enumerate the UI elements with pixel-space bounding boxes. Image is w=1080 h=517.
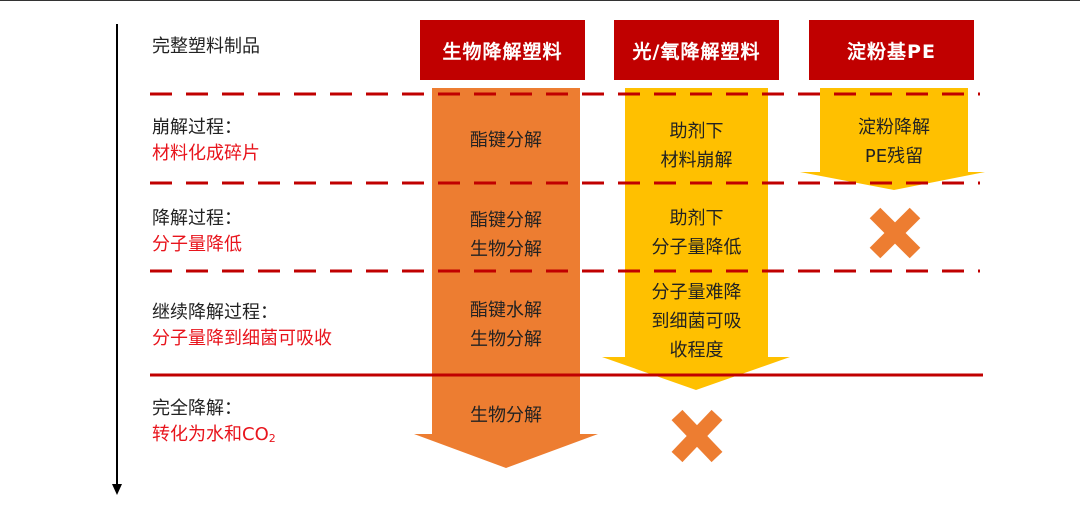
bio-text-4: 酯键水解 xyxy=(470,300,542,321)
row-title-intact: 完整塑料制品 xyxy=(152,36,260,57)
row-sub-disintegration: 材料化成碎片 xyxy=(152,143,260,164)
photo-oxo-arrow xyxy=(602,88,790,390)
row-label-degradation: 降解过程： 分子量降低 xyxy=(152,206,242,258)
row-label-further-degradation: 继续降解过程： 分子量降到细菌可吸收 xyxy=(152,300,332,352)
header-biodegradable-plastic: 生物降解塑料 xyxy=(420,20,585,80)
row-sub-complete-subscript: 2 xyxy=(268,432,276,445)
row-title-disintegration: 崩解过程： xyxy=(152,117,242,138)
photo-cell-degradation: 助剂下 分子量降低 xyxy=(625,204,768,262)
starch-pe-arrow xyxy=(800,88,985,190)
photo-text-5: 分子量难降 xyxy=(651,282,742,303)
row-sub-complete: 转化为水和CO2 xyxy=(152,422,276,452)
header-photo-oxo-label: 光/氧降解塑料 xyxy=(632,40,761,63)
bio-cell-disintegration: 酯键分解 xyxy=(432,126,580,155)
header-starch-pe: 淀粉基PE xyxy=(809,20,974,80)
bio-cell-degradation: 酯键分解 生物分解 xyxy=(432,206,580,264)
row-label-complete-degradation: 完全降解： 转化为水和CO2 xyxy=(152,396,276,452)
photo-text-2: 材料崩解 xyxy=(660,150,733,171)
header-photo-oxo-plastic: 光/氧降解塑料 xyxy=(614,20,779,80)
photo-text-7: 收程度 xyxy=(669,340,724,361)
photo-text-3: 助剂下 xyxy=(669,208,724,229)
header-starch-pe-label: 淀粉基PE xyxy=(847,40,936,63)
bio-text-2: 酯键分解 xyxy=(470,210,542,231)
row-sub-complete-text: 转化为水和CO xyxy=(152,424,269,445)
photo-cell-disintegration: 助剂下 材料崩解 xyxy=(625,117,768,175)
header-biodegradable-label: 生物降解塑料 xyxy=(442,40,563,63)
row-title-further: 继续降解过程： xyxy=(152,302,278,323)
cross-mark-photo-complete xyxy=(671,409,723,463)
bio-text-1: 酯键分解 xyxy=(470,130,542,151)
row-title-complete: 完全降解： xyxy=(152,398,242,419)
photo-cell-further: 分子量难降 到细菌可吸 收程度 xyxy=(625,278,768,365)
bio-text-3: 生物分解 xyxy=(470,239,542,260)
top-border-line xyxy=(0,0,1080,1)
photo-text-4: 分子量降低 xyxy=(651,237,742,258)
row-title-degradation: 降解过程： xyxy=(152,208,242,229)
row-label-intact-product: 完整塑料制品 xyxy=(152,34,260,60)
bio-text-6: 生物分解 xyxy=(470,405,542,426)
row-sub-further: 分子量降到细菌可吸收 xyxy=(152,328,332,349)
photo-text-6: 到细菌可吸 xyxy=(651,311,742,332)
bio-cell-complete: 生物分解 xyxy=(432,401,580,430)
process-axis-arrowhead xyxy=(112,484,122,495)
starch-text-2: PE残留 xyxy=(864,146,924,167)
row-label-disintegration: 崩解过程： 材料化成碎片 xyxy=(152,115,260,167)
photo-text-1: 助剂下 xyxy=(669,121,724,142)
row-sub-degradation: 分子量降低 xyxy=(152,234,242,255)
cross-mark-starch-degradation xyxy=(869,207,921,259)
bio-cell-further: 酯键水解 生物分解 xyxy=(432,296,580,354)
starch-cell-disintegration: 淀粉降解 PE残留 xyxy=(820,113,968,171)
starch-text-1: 淀粉降解 xyxy=(858,117,930,138)
bio-text-5: 生物分解 xyxy=(470,329,542,350)
